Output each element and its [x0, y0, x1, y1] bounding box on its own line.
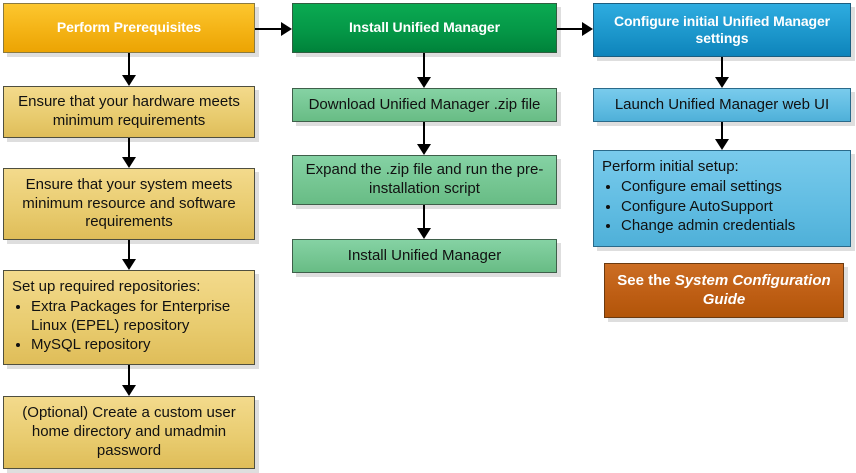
list-item: MySQL repository: [31, 336, 246, 355]
step-perform-initial-setup: Perform initial setup: Configure email s…: [593, 150, 851, 247]
list-item: Change admin credentials: [621, 217, 842, 236]
initial-setup-list: Configure email settings Configure AutoS…: [602, 178, 842, 236]
header-perform-prerequisites: Perform Prerequisites: [3, 3, 255, 53]
arrow-right-icon: [557, 22, 593, 36]
step-install-unified-manager: Install Unified Manager: [292, 239, 557, 273]
initial-setup-title: Perform initial setup:: [602, 158, 739, 175]
step-hardware-requirements: Ensure that your hardware meets minimum …: [3, 86, 255, 138]
callout-text: See the System Configuration Guide: [611, 272, 837, 310]
callout-system-configuration-guide: See the System Configuration Guide: [604, 263, 844, 318]
header-install-unified-manager: Install Unified Manager: [292, 3, 557, 53]
repositories-list: Extra Packages for Enterprise Linux (EPE…: [12, 298, 246, 355]
arrow-down-icon: [417, 122, 431, 155]
arrow-down-icon: [122, 53, 136, 86]
step-expand-zip-run-script: Expand the .zip file and run the pre-ins…: [292, 155, 557, 205]
arrow-down-icon: [122, 365, 136, 396]
list-item: Configure email settings: [621, 178, 842, 197]
step-download-zip: Download Unified Manager .zip file: [292, 88, 557, 122]
arrow-down-icon: [122, 138, 136, 168]
arrow-down-icon: [715, 122, 729, 150]
arrow-down-icon: [417, 53, 431, 88]
header-configure-initial-settings: Configure initial Unified Manager settin…: [593, 3, 851, 57]
arrow-down-icon: [715, 57, 729, 88]
step-launch-web-ui: Launch Unified Manager web UI: [593, 88, 851, 122]
arrow-down-icon: [122, 240, 136, 270]
step-system-requirements: Ensure that your system meets minimum re…: [3, 168, 255, 240]
repositories-title: Set up required repositories:: [12, 278, 201, 295]
step-optional-home-directory: (Optional) Create a custom user home dir…: [3, 396, 255, 469]
list-item: Configure AutoSupport: [621, 198, 842, 217]
arrow-down-icon: [417, 205, 431, 239]
list-item: Extra Packages for Enterprise Linux (EPE…: [31, 298, 246, 336]
arrow-right-icon: [255, 22, 292, 36]
step-setup-repositories: Set up required repositories: Extra Pack…: [3, 270, 255, 365]
callout-prefix: See the: [617, 271, 675, 289]
callout-guide-title: System Configuration Guide: [674, 271, 831, 308]
